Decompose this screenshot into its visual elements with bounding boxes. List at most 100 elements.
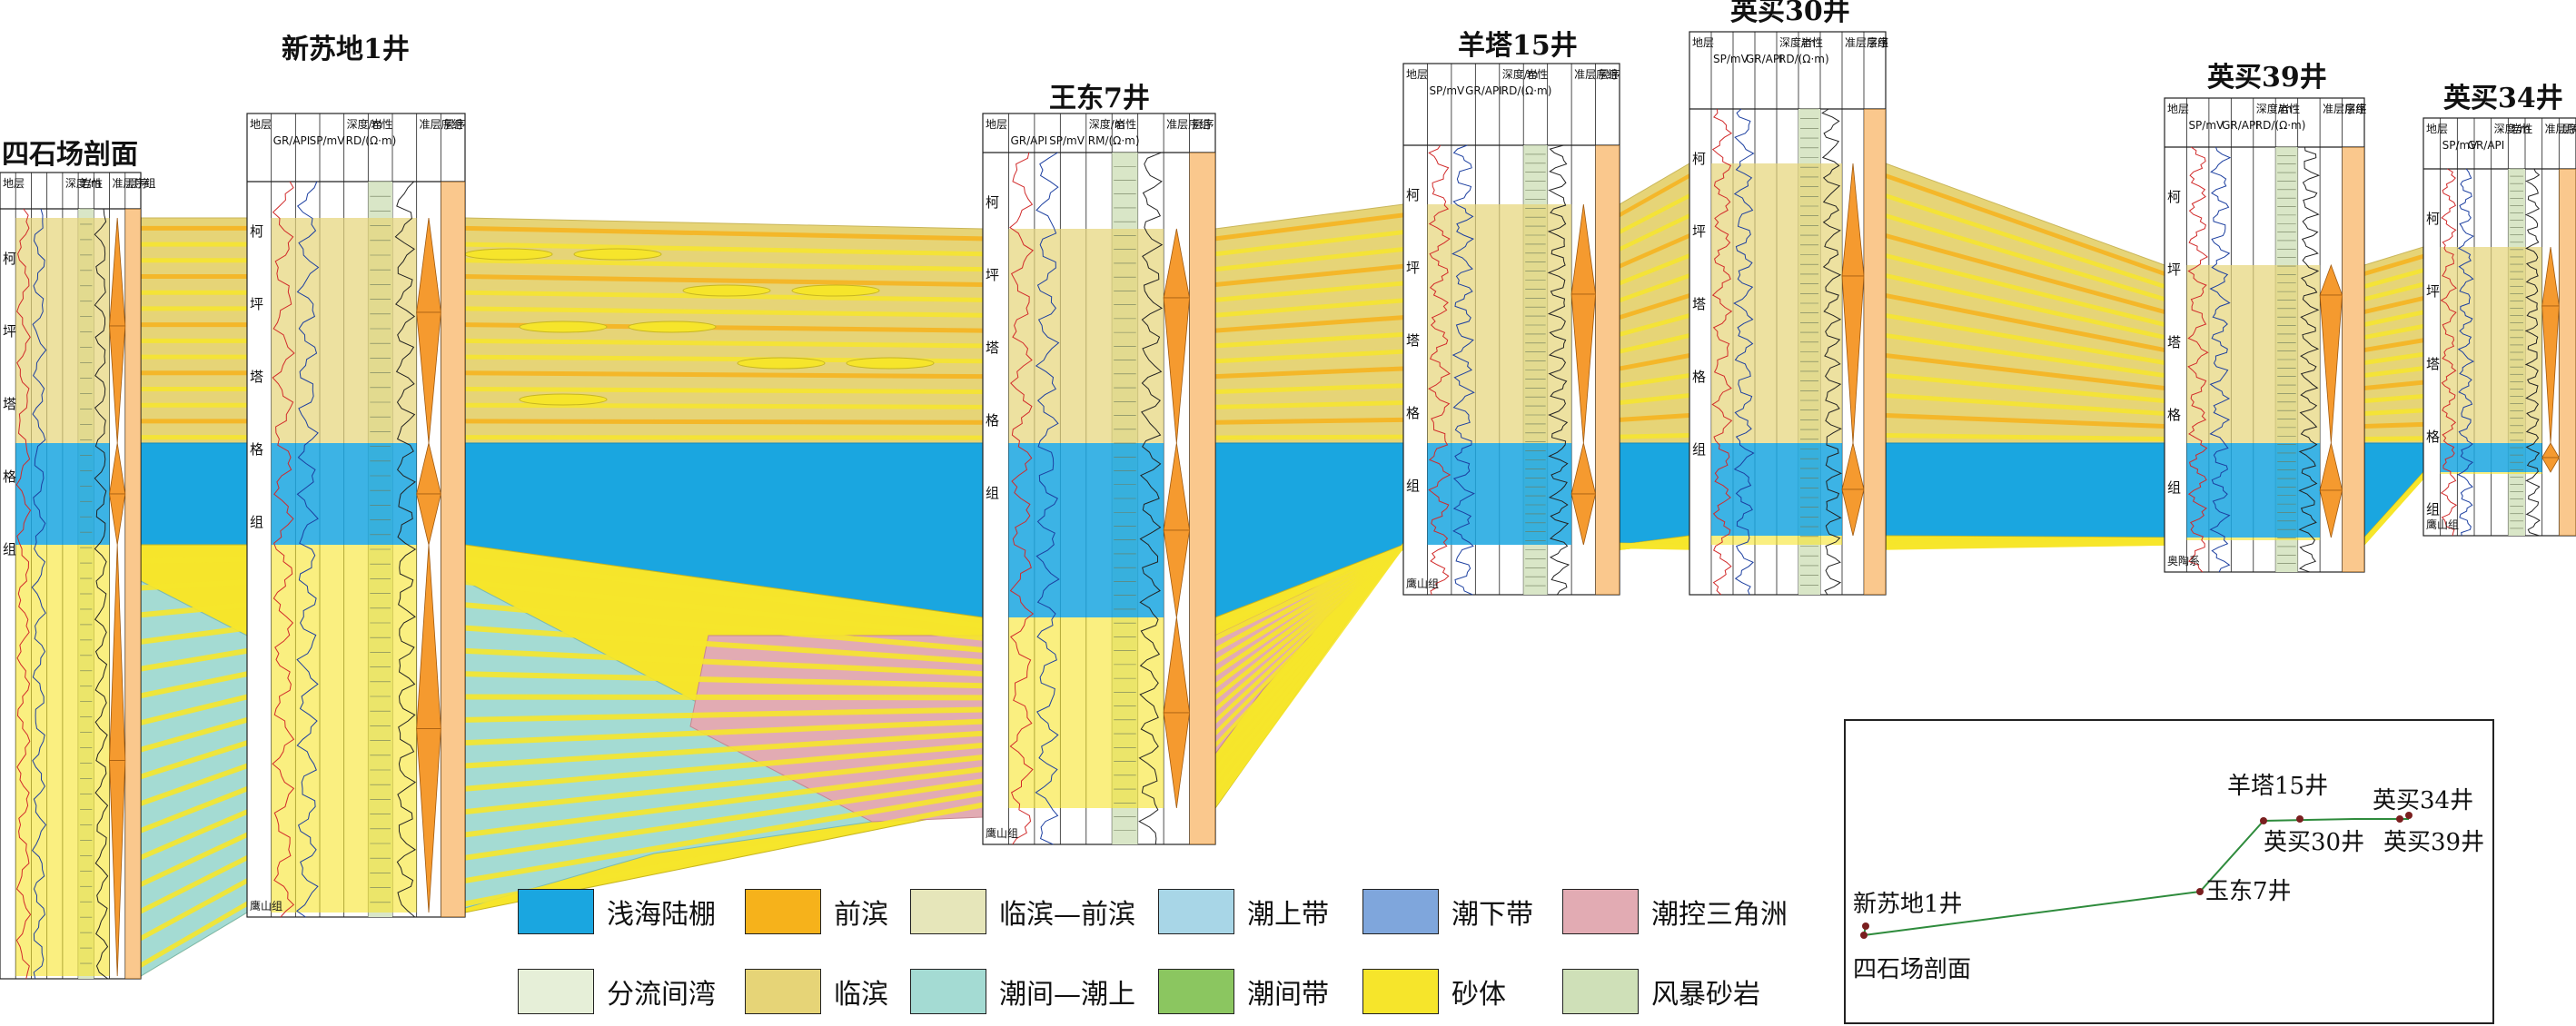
legend-item-intertidal-supratidal: 潮间—潮上 xyxy=(910,968,1135,1015)
well-columns: 四石场剖面地层深度/m岩性准层序组层序柯坪塔格组新苏地1井地层深度/m岩性准层序… xyxy=(0,0,2576,980)
formation-name-char: 格 xyxy=(2167,407,2181,423)
facies-sand-stripe xyxy=(54,472,2576,629)
map-label-sishichang: 四石场剖面 xyxy=(1853,956,1971,983)
bottom-formation: 鹰山组 xyxy=(2426,518,2459,531)
well-header-formation: 地层 xyxy=(986,118,1007,131)
well-log-curve xyxy=(394,181,417,918)
legend-swatch xyxy=(1158,969,1234,1014)
well-header-log1: SP/mV xyxy=(2188,119,2224,132)
legend-swatch xyxy=(518,969,594,1014)
facies-sand-lens xyxy=(682,284,771,297)
well-log-curve xyxy=(2457,168,2474,537)
well-log-curve xyxy=(1821,108,1843,596)
legend-swatch xyxy=(1362,889,1439,934)
map-label-yingmai30: 英买30井 xyxy=(2264,829,2364,856)
facies-sand-lens xyxy=(791,284,880,297)
well-log-curve xyxy=(15,208,32,980)
map-point-yingmai30 xyxy=(2296,815,2304,823)
legend-swatch xyxy=(1562,889,1639,934)
formation-name-char: 格 xyxy=(3,469,16,485)
sequence-triangle xyxy=(1163,712,1191,809)
well-header-formation: 地层 xyxy=(2426,123,2448,135)
well-header-log3: RD/(Ω·m) xyxy=(1501,84,1552,97)
formation-name-char: 格 xyxy=(986,412,999,429)
well-sishichang: 四石场剖面地层深度/m岩性准层序组层序柯坪塔格组 xyxy=(0,139,156,980)
well-log-curve xyxy=(2209,146,2232,573)
facies-sand-stripe xyxy=(54,373,2576,403)
well-header-log2: SP/mV xyxy=(1049,134,1085,147)
well-header-sequence: 准层序组 xyxy=(1845,35,1888,49)
well-header-depth: 深度/m xyxy=(2494,122,2531,135)
sequence-triangle xyxy=(1570,293,1596,444)
formation-name-char: 组 xyxy=(2426,501,2440,518)
facies-sand-lens xyxy=(628,321,717,333)
facies-sand-stripe xyxy=(54,273,2576,340)
facies-sand-lens xyxy=(519,393,608,406)
formation-name-char: 柯 xyxy=(1692,151,1706,167)
sequence-triangle xyxy=(109,493,126,546)
legend-swatch xyxy=(910,969,986,1014)
well-log-curve xyxy=(31,208,47,980)
legend-item-shelf: 浅海陆棚 xyxy=(518,888,716,935)
formation-name-char: 柯 xyxy=(2426,211,2440,227)
well-header-order: 层序 xyxy=(128,176,150,190)
formation-name-char: 坪 xyxy=(250,296,263,312)
facies-sand-stripe xyxy=(54,193,2576,289)
legend-item-interdistributary-bay: 分流间湾 xyxy=(518,968,716,1015)
legend-label: 潮间—潮上 xyxy=(999,979,1135,1011)
bottom-formation: 奥陶系 xyxy=(2167,554,2200,567)
legend-item-shoreface: 临滨 xyxy=(745,968,888,1015)
legend-label: 浅海陆棚 xyxy=(607,899,716,931)
well-title: 英买30井 xyxy=(1730,0,1850,27)
legend-item-foreshore: 前滨 xyxy=(745,888,888,935)
well-header-sequence: 准层序组 xyxy=(1574,67,1618,81)
well-header-depth: 深度/m xyxy=(2256,102,2293,115)
sequence-triangle xyxy=(1163,297,1190,444)
formation-name-char: 柯 xyxy=(2167,189,2181,205)
legend-label: 前滨 xyxy=(834,899,888,931)
legend-swatch xyxy=(518,889,594,934)
map-point-yingmai34 xyxy=(2405,812,2413,819)
well-log-curve xyxy=(295,181,320,918)
legend-swatch xyxy=(745,889,821,934)
facies-sand-stripe xyxy=(54,393,2576,416)
legend: 浅海陆棚 前滨 临滨—前滨 潮上带 潮下带 潮控三角洲 分流间湾 临滨 潮间—潮… xyxy=(518,888,1808,1024)
well-header-lithology: 岩性 xyxy=(371,117,392,131)
well-title: 新苏地1井 xyxy=(282,34,410,65)
well-header-formation: 地层 xyxy=(1692,36,1714,49)
well-log-curve xyxy=(1035,152,1060,845)
well-log-curve xyxy=(272,181,295,918)
well-header-sequence: 准层序组 xyxy=(420,117,463,131)
facies-correlation-bands xyxy=(54,163,2576,977)
legend-item-storm-sandstone: 风暴砂岩 xyxy=(1562,968,1760,1015)
formation-name-char: 格 xyxy=(1692,369,1706,385)
well-header-log2: SP/mV xyxy=(310,134,346,147)
formation-name-char: 格 xyxy=(2426,429,2440,445)
well-log-curve xyxy=(2440,168,2458,537)
well-header-depth: 深度/m xyxy=(1089,117,1125,131)
well-header-lithology: 岩性 xyxy=(1526,67,1548,81)
sequence-triangle xyxy=(416,728,441,913)
map-point-yangta15 xyxy=(2260,817,2267,824)
legend-item-tidal-delta: 潮控三角洲 xyxy=(1562,888,1788,935)
well-log-curve xyxy=(1733,108,1755,596)
well-header-log2: GR/API xyxy=(2222,119,2259,132)
location-map: 四石场剖面 新苏地1井 玉东7井 羊塔15井 英买30井 英买39井 英买34井 xyxy=(1844,719,2494,1024)
well-header-log1: SP/mV xyxy=(1429,84,1465,97)
formation-name-char: 坪 xyxy=(2426,283,2440,300)
well-log-curve xyxy=(1428,144,1451,596)
legend-item-subtidal: 潮下带 xyxy=(1362,888,1533,935)
well-header-lithology: 岩性 xyxy=(1115,117,1136,131)
bottom-formation: 鹰山组 xyxy=(986,826,1018,840)
facies-sand-stripe xyxy=(54,293,2576,352)
well-title: 英买34井 xyxy=(2443,83,2563,114)
well-header-log2: GR/API xyxy=(1465,84,1502,97)
well-header-formation: 地层 xyxy=(3,177,25,190)
formation-name-char: 柯 xyxy=(250,223,263,240)
well-title: 英买39井 xyxy=(2207,62,2327,94)
legend-label: 潮控三角洲 xyxy=(1651,899,1788,931)
facies-sand-stripe xyxy=(54,313,2576,365)
